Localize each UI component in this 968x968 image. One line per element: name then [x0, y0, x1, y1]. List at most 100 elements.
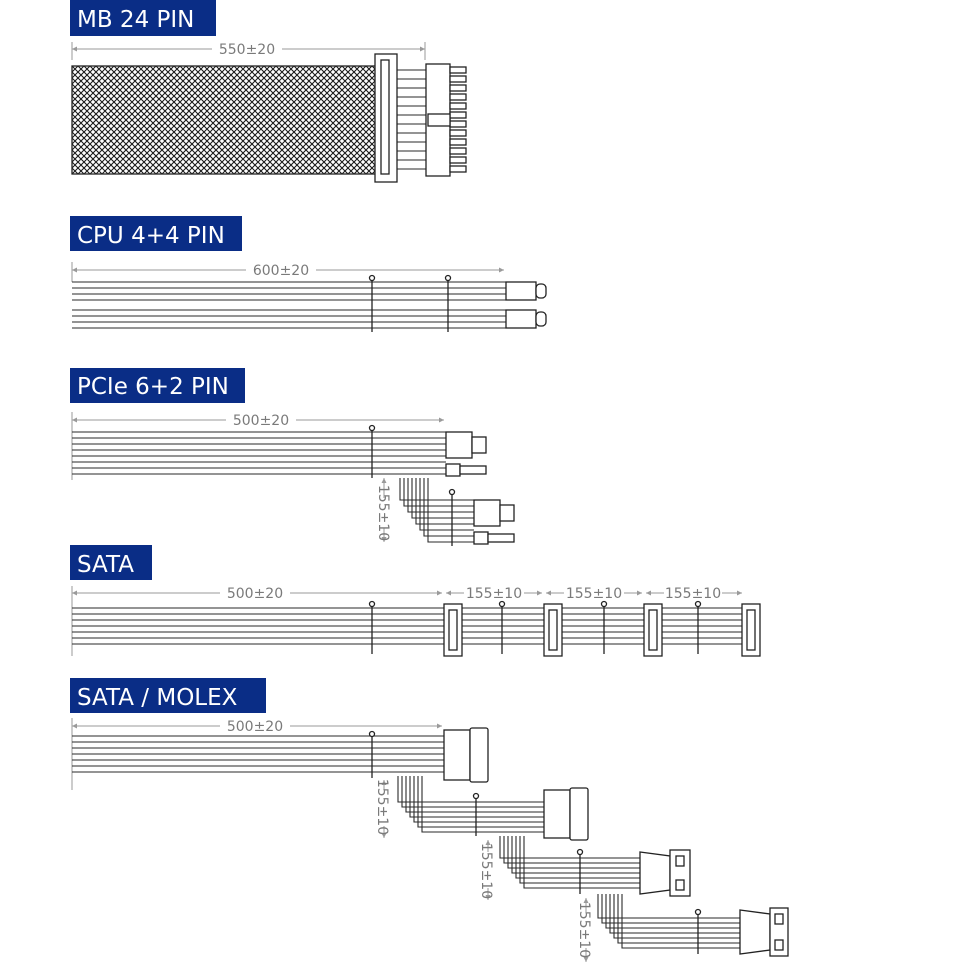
sata-connector-slot — [548, 609, 558, 651]
branch-wire — [407, 478, 474, 513]
sata-connector-slot — [448, 609, 458, 651]
branch-wire — [503, 836, 640, 864]
branch-wire — [401, 776, 544, 808]
section-pcie-6-2-pin: PCIe 6+2 PIN 500±20 155±10 — [70, 368, 515, 546]
connector-pin — [449, 93, 467, 101]
title-badge-molex — [70, 678, 266, 713]
branch-wire — [507, 836, 640, 869]
cable-ties — [368, 274, 452, 332]
connector-pin — [449, 75, 467, 83]
sata-connectors — [443, 603, 761, 657]
cable-tie-head — [472, 792, 480, 800]
cable-tie-head — [448, 488, 456, 496]
cable-tie-head — [444, 274, 452, 282]
branch-wire — [409, 776, 544, 818]
pcie-6pin-connector — [445, 431, 473, 459]
section-sata-molex: SATA / MOLEX 500±20 155±10 155±10 155±10 — [70, 678, 789, 962]
title-pcie: PCIe 6+2 PIN — [77, 374, 229, 400]
title-badge-mb — [70, 0, 216, 36]
branch-wire — [415, 478, 474, 525]
pcie-wires — [72, 424, 474, 546]
branch-wire — [511, 836, 640, 874]
dim-label-molex-branch-2: 155±10 — [478, 843, 494, 899]
branch-wire — [419, 478, 474, 531]
dim-label-molex-length: 500±20 — [227, 719, 283, 735]
connector-pin — [449, 138, 467, 146]
branch-wire — [597, 894, 740, 919]
dim-label-sata-gap-1: 155±10 — [466, 586, 522, 602]
cable-tie-head — [694, 600, 702, 608]
pcie-6pin-latch — [471, 436, 487, 454]
cable-tie-head — [694, 908, 702, 916]
dim-label-cpu-length: 600±20 — [253, 263, 309, 279]
title-badge-cpu — [70, 216, 242, 251]
section-sata: SATA 500±20 155±10 155±10 155±10 — [70, 545, 761, 657]
pcie-2pin-connector — [445, 463, 461, 477]
dim-label-pcie-length: 500±20 — [233, 413, 289, 429]
section-mb-24-pin: MB 24 PIN 550±20 — [70, 0, 467, 183]
branch-wire — [411, 478, 474, 519]
connector-pin — [449, 111, 467, 119]
cable-tie-head — [368, 730, 376, 738]
molex-pin — [774, 913, 784, 925]
connector-pin — [449, 102, 467, 110]
cable-tie-head — [368, 600, 376, 608]
title-sata: SATA — [77, 552, 134, 578]
cable-tie-head — [600, 600, 608, 608]
molex-pin — [774, 939, 784, 951]
pcie-6pin-connector-2 — [473, 499, 501, 527]
connector-latch — [427, 113, 451, 127]
sata-connector-molex-2 — [543, 789, 571, 839]
connector-pin — [449, 147, 467, 155]
connector-pin — [449, 156, 467, 164]
branch-wire — [427, 478, 474, 543]
braided-sleeve — [71, 65, 379, 175]
cable-tie-head — [368, 424, 376, 432]
molex-pin — [675, 855, 685, 867]
title-badge-pcie — [70, 368, 245, 403]
branch-wire — [397, 776, 544, 803]
branch-wire — [605, 894, 740, 929]
pcie-2pin-connector-2 — [473, 531, 489, 545]
branch-wire — [621, 894, 740, 949]
cable-tie-head — [498, 600, 506, 608]
section-cpu-4-4-pin: CPU 4+4 PIN 600±20 — [70, 216, 547, 332]
molex-wires — [72, 730, 740, 954]
branch-wire — [515, 836, 640, 879]
cable-tie-head — [368, 274, 376, 282]
connector-pin — [449, 84, 467, 92]
molex-connector-2 — [739, 909, 771, 955]
molex-branch-dims — [381, 780, 589, 962]
branch-wire — [417, 776, 544, 828]
branch-wire — [399, 478, 474, 501]
sata-wires — [72, 607, 742, 645]
branch-wire — [519, 836, 640, 884]
cpu-wires — [72, 281, 506, 329]
cpu-connector-b-latch — [535, 311, 547, 327]
molex-pin — [675, 879, 685, 891]
sata-connector-slot — [648, 609, 658, 651]
comb-slot — [380, 59, 390, 175]
sata-connector-molex-2-cap — [569, 787, 589, 841]
pcie-6pin-latch-2 — [499, 504, 515, 522]
title-molex: SATA / MOLEX — [77, 685, 238, 711]
cable-ties — [368, 600, 702, 654]
dim-label-molex-branch-1: 155±10 — [374, 779, 390, 835]
pcie-2pin-tab-2 — [487, 533, 515, 543]
sata-connector-molex-1-cap — [469, 727, 489, 783]
branch-wire — [613, 894, 740, 939]
branch-wire — [499, 836, 640, 859]
cpu-connector-b — [505, 309, 537, 329]
mb-wires — [397, 69, 426, 170]
branch-wire — [423, 478, 474, 537]
branch-wire — [523, 836, 640, 889]
sata-connector-molex-1 — [443, 729, 471, 781]
branch-wire — [405, 776, 544, 813]
connector-pin — [449, 66, 467, 74]
cpu-connector-a-latch — [535, 283, 547, 299]
dim-label-pcie-branch: 155±10 — [375, 485, 391, 541]
dim-label-mb-length: 550±20 — [219, 42, 275, 58]
molex-connector-1 — [639, 851, 671, 895]
branch-wire — [403, 478, 474, 507]
